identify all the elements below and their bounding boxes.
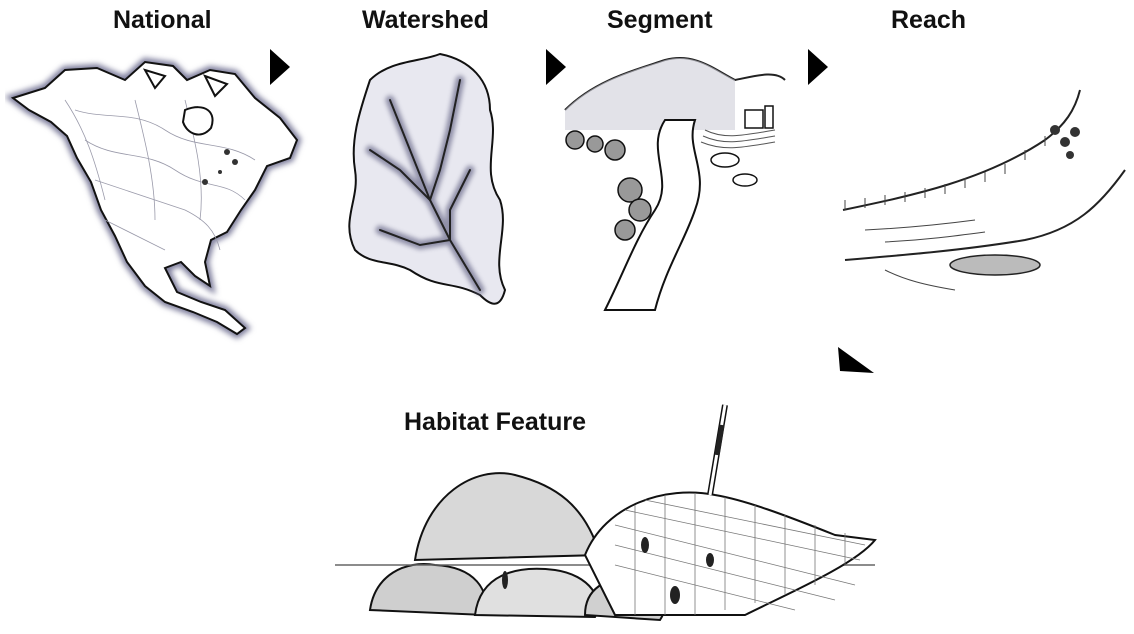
reach-label: Reach (891, 6, 966, 35)
watershed-illustration (330, 40, 530, 350)
watershed-label: Watershed (362, 6, 489, 35)
stream-reach-illustration (825, 60, 1130, 340)
segment-label: Segment (607, 6, 713, 35)
river-segment-illustration (545, 40, 795, 340)
habitat-feature-illustration (315, 395, 895, 630)
flow-arrow-down-icon (836, 345, 876, 382)
north-america-map-illustration (5, 40, 310, 345)
national-label: National (113, 6, 212, 35)
